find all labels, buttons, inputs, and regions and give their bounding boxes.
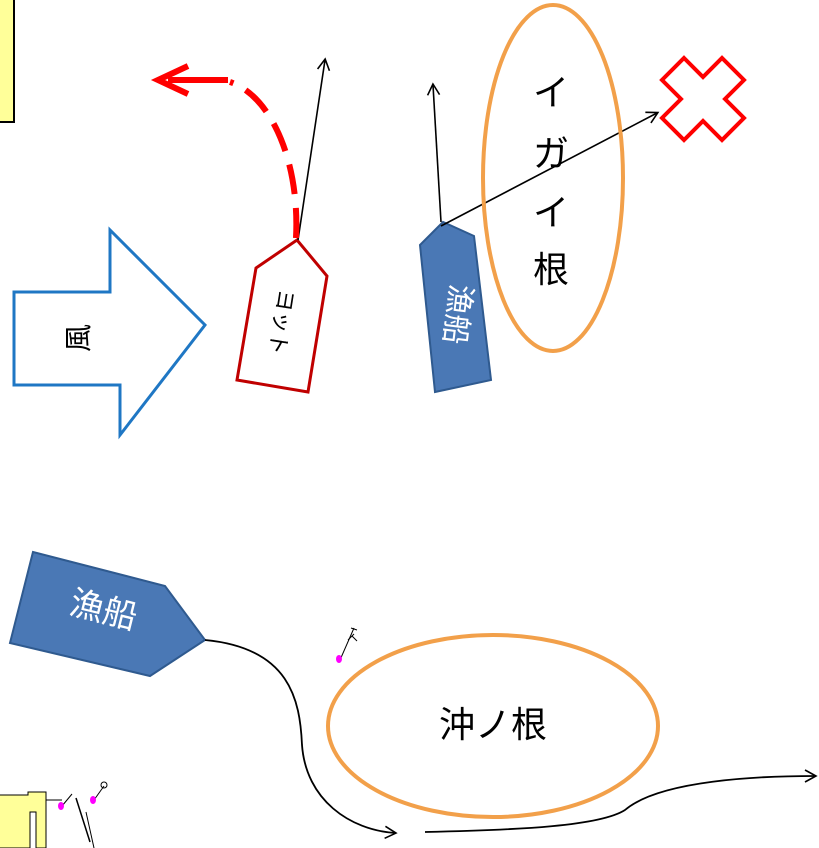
igai-reef-char-3: イ — [533, 193, 569, 234]
danger-cross-icon — [659, 55, 747, 143]
yacht: ヨット — [235, 237, 329, 394]
buoy-marker-icon — [336, 627, 358, 663]
fishing-boat-route-arrow — [204, 639, 398, 840]
fishing-boat-top: 漁船 — [418, 220, 493, 394]
warning-box-edge — [0, 0, 15, 123]
wind-arrow: 風 — [12, 226, 207, 440]
fishing-boat-bottom: 漁船 — [8, 550, 207, 678]
yacht-course-arrow — [297, 57, 331, 241]
harbor-marker-icon-1 — [58, 793, 73, 810]
igai-reef-char-1: イ — [533, 73, 569, 114]
wind-label: 風 — [62, 324, 95, 352]
igai-reef-char-2: ガ — [533, 134, 569, 175]
fishing-boat-top-label: 漁船 — [436, 282, 478, 346]
okinone-reef-label: 沖ノ根 — [439, 705, 547, 746]
yacht-evasive-turn-arrow — [150, 63, 300, 239]
continuation-route-arrow — [424, 769, 818, 833]
okinone-reef: 沖ノ根 — [326, 633, 660, 819]
harbor-marker-icon-2 — [90, 781, 108, 804]
igai-reef: イ ガ イ 根 — [481, 3, 625, 353]
fishing-boat-straight-arrow — [426, 82, 442, 223]
igai-reef-char-4: 根 — [533, 250, 569, 291]
land-fragment — [0, 791, 95, 848]
